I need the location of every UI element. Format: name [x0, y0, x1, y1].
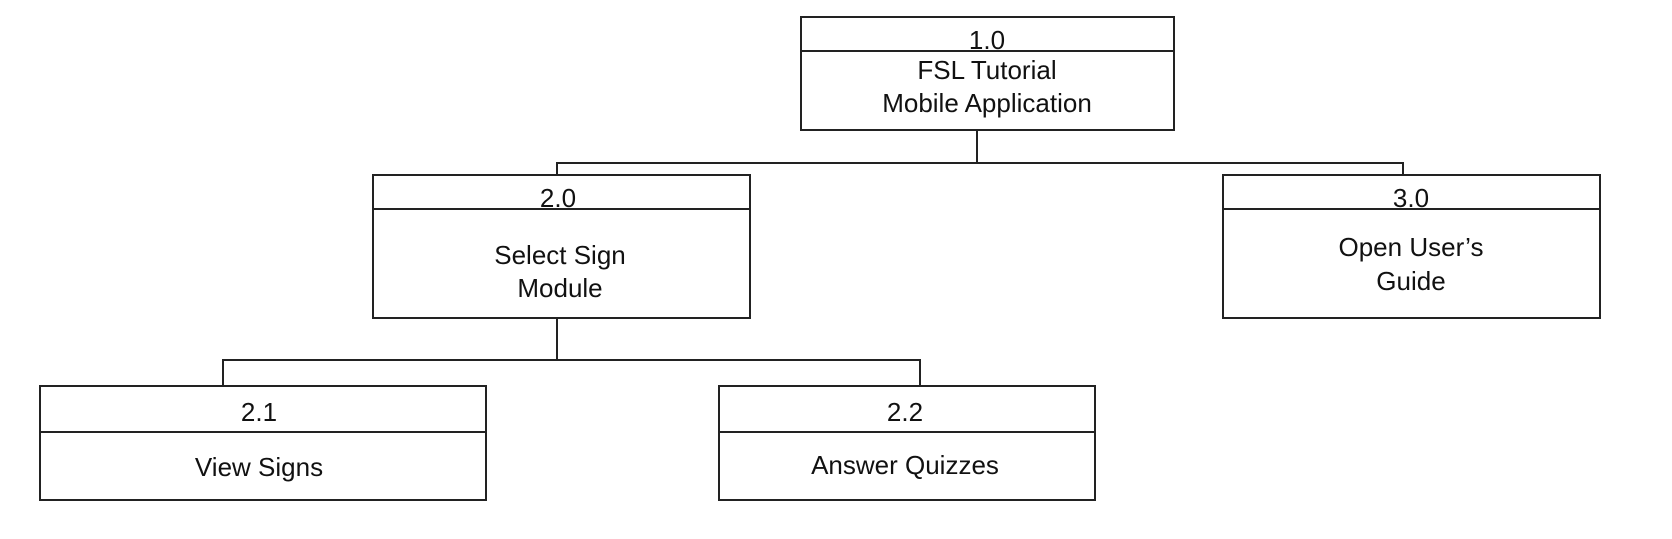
node-1-0-box	[800, 16, 1175, 131]
node-3-0-number: 3.0	[1393, 183, 1429, 213]
edge-1-0-to-2-0	[556, 130, 978, 175]
node-2-1: 2.1 View Signs	[39, 385, 487, 501]
edge-2-0-to-2-2	[557, 359, 921, 386]
node-2-1-title-line-1: View Signs	[195, 452, 323, 482]
node-3-0-title-line-1: Open User’s	[1339, 232, 1484, 262]
node-1-0-number: 1.0	[969, 25, 1005, 55]
node-3-0-box	[1222, 174, 1601, 319]
node-2-0: 2.0 Select Sign Module	[372, 174, 751, 319]
node-1-0: 1.0 FSL Tutorial Mobile Application	[800, 16, 1175, 131]
node-2-1-box	[39, 385, 487, 501]
node-2-0-title-line-2: Module	[517, 273, 602, 303]
node-2-1-number: 2.1	[241, 397, 277, 427]
node-2-2-box	[718, 385, 1096, 501]
connector-1-0-children	[556, 130, 1404, 175]
edge-1-0-to-3-0	[977, 162, 1404, 175]
node-2-0-title-line-1: Select Sign	[494, 240, 626, 270]
edge-2-0-to-2-1	[222, 318, 558, 386]
node-3-0-title-line-2: Guide	[1376, 266, 1445, 296]
node-2-0-number: 2.0	[540, 183, 576, 213]
connector-2-0-children	[222, 318, 921, 386]
node-1-0-title-line-2: Mobile Application	[882, 88, 1092, 118]
node-2-2-title-line-1: Answer Quizzes	[811, 450, 999, 480]
node-2-0-box	[372, 174, 751, 319]
node-1-0-title-line-1: FSL Tutorial	[917, 55, 1056, 85]
node-2-2: 2.2 Answer Quizzes	[718, 385, 1096, 501]
node-3-0: 3.0 Open User’s Guide	[1222, 174, 1601, 319]
node-2-2-number: 2.2	[887, 397, 923, 427]
